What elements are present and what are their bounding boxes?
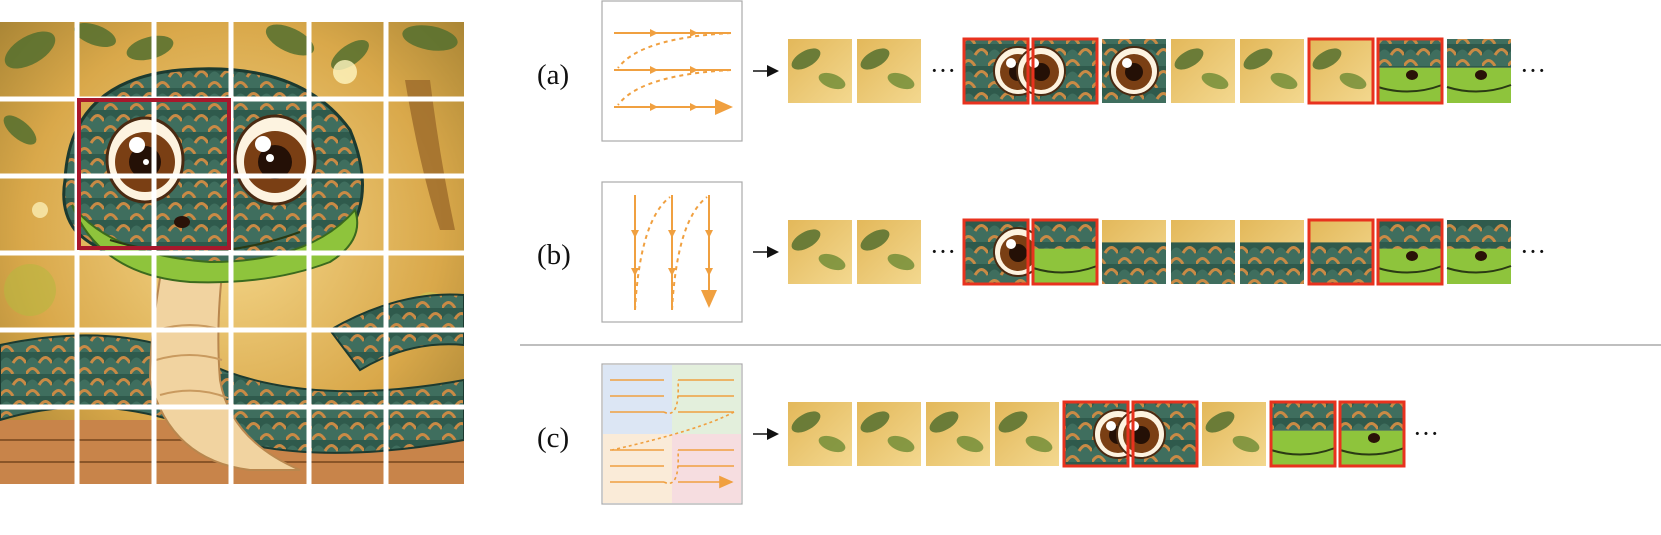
row-label-c: (c) [537, 422, 569, 454]
scan-diagram-c [601, 363, 743, 505]
patch-tile-bg [788, 402, 852, 466]
highlighted-patch-frame [1269, 400, 1337, 468]
patch-tile-bg [857, 402, 921, 466]
patch-tile-nose2 [1339, 402, 1405, 466]
patch-tile-bg [788, 220, 852, 284]
row-label-b: (b) [537, 239, 571, 271]
patch-tile-snout [1032, 220, 1098, 284]
patch-tile-eye-l [964, 220, 1043, 284]
highlighted-patch-frame [1307, 37, 1375, 105]
ellipsis: ··· [1413, 419, 1439, 448]
snake-eyes [105, 114, 317, 206]
patch-tile-bg [926, 402, 990, 466]
ellipsis: ··· [1520, 237, 1546, 266]
scan-diagram-a [601, 0, 743, 142]
ellipsis: ··· [1520, 56, 1546, 85]
ellipsis: ··· [930, 56, 956, 85]
scan-diagram-b [601, 181, 743, 323]
highlighted-patch-frame [1131, 400, 1199, 468]
patch-tile-eye-r [1102, 39, 1166, 103]
highlighted-patch-frame [1338, 400, 1406, 468]
patch-tile-bg [995, 402, 1059, 466]
row-label-a: (a) [537, 59, 569, 91]
highlighted-patch-frame [1031, 37, 1099, 105]
patch-tile-snout [1270, 402, 1336, 466]
patch-tile-bg [857, 220, 921, 284]
ellipsis: ··· [930, 237, 956, 266]
patch-tile-body [1102, 220, 1166, 284]
patch-tile-nose2 [1446, 39, 1512, 103]
highlighted-patch-frame [962, 37, 1030, 105]
patch-tile-bg [1240, 39, 1304, 103]
background-foliage [3, 22, 458, 145]
highlighted-patch-frame [1031, 218, 1099, 286]
patch-tile-body [1171, 220, 1235, 284]
patch-tile-bg [788, 39, 852, 103]
patch-tile-body [1309, 220, 1373, 284]
patch-tile-bg [1202, 402, 1266, 466]
token-sequences: ··· ··· ··· ··· ··· [788, 37, 1546, 468]
patch-tile-body [1240, 220, 1304, 284]
highlighted-patch-frame [1376, 37, 1444, 105]
patch-tile-bg [1309, 39, 1373, 103]
patch-tile-bg [1171, 39, 1235, 103]
patch-tile-nose2 [1446, 220, 1512, 284]
patch-tile-nose [1377, 220, 1443, 284]
highlighted-patch-frame [962, 218, 1030, 286]
highlighted-patch-frame [1307, 218, 1375, 286]
patch-tile-nose [1377, 39, 1443, 103]
highlight-window [77, 98, 231, 250]
patch-tile-bg [857, 39, 921, 103]
highlighted-patch-frame [1376, 218, 1444, 286]
highlighted-patch-frame [1062, 400, 1130, 468]
